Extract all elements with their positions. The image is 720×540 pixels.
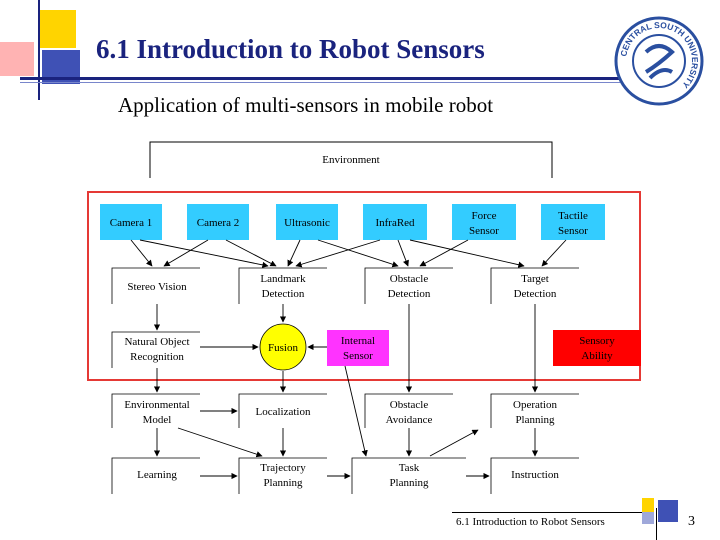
- sensor-tactile-label-2: Sensor: [558, 225, 588, 237]
- task-planning-label-2: Planning: [389, 477, 429, 489]
- node-stereo-vision: Stereo Vision: [111, 267, 200, 304]
- obstacle-avoidance-label-2: Avoidance: [386, 414, 433, 426]
- internal-sensor-label-1: Internal: [341, 335, 375, 347]
- task-planning-label-1: Task: [399, 462, 420, 474]
- university-seal-logo: CENTRAL SOUTH UNIVERSITY: [614, 16, 704, 106]
- environment-label: Environment: [322, 154, 379, 166]
- operation-planning-label-1: Operation: [513, 399, 557, 411]
- arrow-tactile-target: [541, 239, 567, 267]
- footer-deco-square-lightblue: [642, 512, 654, 524]
- landmark-detection-label-1: Landmark: [260, 273, 306, 285]
- slide-subtitle: Application of multi-sensors in mobile r…: [118, 93, 494, 117]
- footer-deco-square-blue: [658, 500, 678, 522]
- node-environmental-model: Environmental Model: [111, 393, 200, 428]
- sensor-force: Force Sensor: [452, 204, 516, 240]
- sensory-ability-label-2: Ability: [581, 350, 613, 362]
- node-obstacle-detection: Obstacle Detection: [364, 267, 453, 304]
- title-rule: [20, 77, 620, 80]
- node-instruction: Instruction: [490, 457, 579, 494]
- node-sensory-ability: Sensory Ability: [553, 330, 641, 366]
- instruction-label: Instruction: [511, 469, 559, 481]
- node-trajectory-planning: Trajectory Planning: [238, 457, 327, 494]
- sensor-tactile: Tactile Sensor: [541, 204, 605, 240]
- arrow-force-obstacle: [419, 239, 469, 267]
- arrow-ultrasonic-obstacle: [317, 239, 399, 268]
- localization-label: Localization: [256, 406, 311, 418]
- obstacle-avoidance-label-1: Obstacle: [390, 399, 429, 411]
- sensor-force-label-1: Force: [471, 210, 496, 222]
- title-rule-thin: [20, 82, 620, 83]
- arrow-task-obstacle-up: [429, 429, 479, 457]
- arrow-camera1-landmark: [139, 239, 269, 268]
- target-detection-label-2: Detection: [514, 288, 557, 300]
- node-obstacle-avoidance: Obstacle Avoidance: [364, 393, 453, 428]
- footer-rule: [452, 512, 642, 513]
- arrow-infrared-landmark: [295, 239, 381, 268]
- obstacle-detection-label-1: Obstacle: [390, 273, 429, 285]
- node-target-detection: Target Detection: [490, 267, 579, 304]
- node-localization: Localization: [238, 393, 327, 428]
- learning-label: Learning: [137, 469, 177, 481]
- environmental-model-label-2: Model: [143, 414, 172, 426]
- arrow-envmodel-trajectory: [177, 427, 263, 458]
- arrow-internal-task: [344, 365, 368, 457]
- sensory-ability-label-1: Sensory: [579, 335, 615, 347]
- sensor-ultrasonic-label: Ultrasonic: [284, 217, 330, 229]
- sensor-infrared: InfraRed: [363, 204, 427, 240]
- node-task-planning: Task Planning: [351, 457, 466, 494]
- sensor-tactile-label-1: Tactile: [558, 210, 588, 222]
- arrow-camera2-landmark: [225, 239, 277, 267]
- sensor-camera1: Camera 1: [100, 204, 162, 240]
- sensor-infrared-label: InfraRed: [375, 217, 415, 229]
- environment-bracket: Environment: [149, 141, 553, 178]
- arrow-camera2-stereo: [163, 239, 209, 267]
- obstacle-detection-label-2: Detection: [388, 288, 431, 300]
- sensor-camera2: Camera 2: [187, 204, 249, 240]
- landmark-detection-label-2: Detection: [262, 288, 305, 300]
- slide-title: 6.1 Introduction to Robot Sensors: [96, 34, 485, 64]
- deco-vline: [38, 0, 40, 100]
- arrow-camera1-stereo: [130, 239, 153, 267]
- arrow-infrared-obstacle: [397, 239, 409, 267]
- page-number: 3: [688, 514, 695, 529]
- operation-planning-label-2: Planning: [515, 414, 555, 426]
- natural-object-label-2: Recognition: [130, 351, 184, 363]
- trajectory-planning-label-1: Trajectory: [260, 462, 306, 474]
- deco-square-pink: [0, 42, 34, 76]
- arrow-infrared-target: [409, 239, 525, 268]
- node-landmark-detection: Landmark Detection: [238, 267, 327, 304]
- deco-square-yellow: [40, 10, 76, 48]
- arrow-ultrasonic-landmark: [287, 239, 301, 267]
- stereo-vision-label: Stereo Vision: [127, 281, 187, 293]
- node-operation-planning: Operation Planning: [490, 393, 579, 428]
- node-fusion: Fusion: [259, 323, 307, 371]
- node-natural-object-recognition: Natural Object Recognition: [111, 331, 200, 368]
- internal-sensor-label-2: Sensor: [343, 350, 373, 362]
- sensor-force-label-2: Sensor: [469, 225, 499, 237]
- node-internal-sensor: Internal Sensor: [327, 330, 389, 366]
- diagram-arrows: [130, 239, 567, 480]
- node-learning: Learning: [111, 457, 200, 494]
- footer-text: 6.1 Introduction to Robot Sensors: [456, 516, 605, 528]
- target-detection-label-1: Target: [521, 273, 549, 285]
- sensor-camera2-label: Camera 2: [197, 217, 239, 229]
- seal-emblem: [644, 44, 675, 80]
- footer-vline: [656, 508, 657, 540]
- fusion-label: Fusion: [268, 342, 298, 354]
- trajectory-planning-label-2: Planning: [263, 477, 303, 489]
- sensor-subsystem-frame: [87, 191, 641, 381]
- environmental-model-label-1: Environmental: [124, 399, 189, 411]
- sensor-camera1-label: Camera 1: [110, 217, 152, 229]
- sensor-ultrasonic: Ultrasonic: [276, 204, 338, 240]
- footer-deco-square-yellow: [642, 498, 654, 512]
- natural-object-label-1: Natural Object: [124, 336, 189, 348]
